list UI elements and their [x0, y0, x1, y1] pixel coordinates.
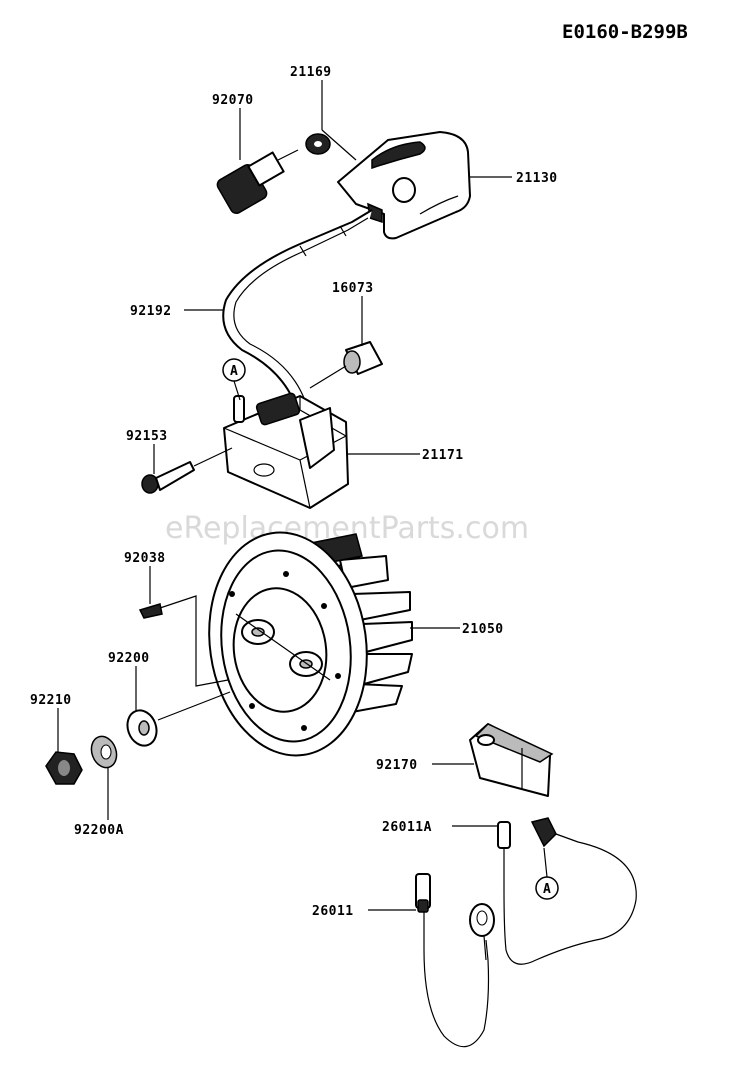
washer-92200[interactable]: [123, 691, 231, 750]
high-tension-lead-92192[interactable]: [222, 209, 373, 451]
label-21169: 21169: [290, 65, 332, 80]
label-92200: 92200: [108, 651, 150, 666]
lead-wire-26011[interactable]: [415, 873, 495, 1048]
label-92070: 92070: [212, 93, 254, 108]
ignition-coil-21171[interactable]: [223, 392, 349, 509]
nut-92210[interactable]: [45, 751, 83, 785]
label-92153: 92153: [126, 429, 168, 444]
lock-washer-92200A[interactable]: [87, 733, 120, 771]
svg-text:A: A: [543, 882, 551, 897]
spark-plug-92070[interactable]: [215, 149, 299, 215]
label-92200A: 92200A: [74, 823, 124, 838]
label-92038: 92038: [124, 551, 166, 566]
diagram-code: E0160-B299B: [562, 21, 688, 43]
lead-wire-26011A[interactable]: [497, 817, 637, 965]
label-26011: 26011: [312, 904, 354, 919]
callout-a-coil: A: [222, 358, 246, 401]
spacer-16073[interactable]: [309, 341, 383, 389]
callout-a-wire: A: [535, 847, 559, 900]
bolt-92153[interactable]: [141, 447, 233, 494]
key-92038[interactable]: [138, 595, 229, 687]
label-16073: 16073: [332, 281, 374, 296]
label-92170: 92170: [376, 758, 418, 773]
label-92192: 92192: [130, 304, 172, 319]
label-21130: 21130: [516, 171, 558, 186]
label-21171: 21171: [422, 448, 464, 463]
clamp-92170[interactable]: [469, 723, 554, 797]
ignition-cover-21130[interactable]: [337, 131, 471, 240]
label-26011A: 26011A: [382, 820, 432, 835]
flywheel-21050[interactable]: [195, 522, 413, 766]
svg-text:A: A: [230, 364, 238, 379]
spark-plug-cap-21169[interactable]: [305, 133, 331, 155]
label-21050: 21050: [462, 622, 504, 637]
label-92210: 92210: [30, 693, 72, 708]
